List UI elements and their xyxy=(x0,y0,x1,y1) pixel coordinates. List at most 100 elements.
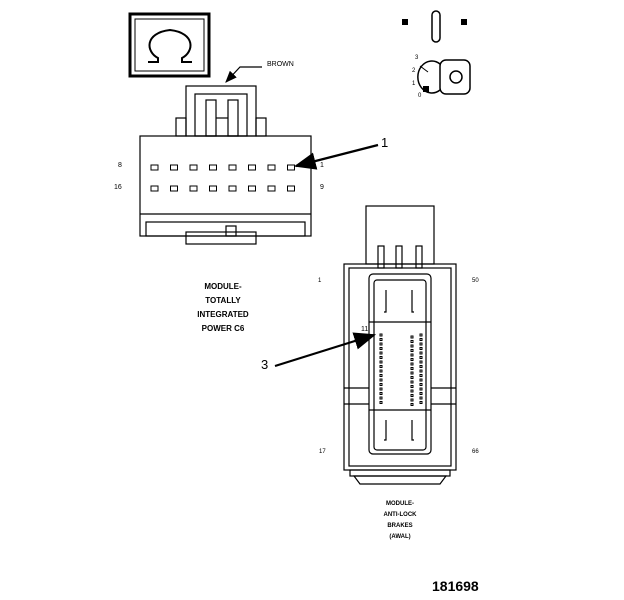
callout-1-arrow xyxy=(293,143,379,170)
c6-pin-cavity xyxy=(209,185,217,192)
c6-caption-line: MODULE- xyxy=(204,282,242,291)
c6-pin-cavity xyxy=(267,185,276,192)
c6-pin-label-bottom-right: 9 xyxy=(320,184,324,191)
abs-caption-line: ANTI-LOCK xyxy=(383,512,417,518)
abs-pin-cavity xyxy=(379,392,383,395)
c6-pin-row-bottom xyxy=(150,185,295,192)
abs-pin-cavity xyxy=(379,369,383,373)
c6-pin-cavity xyxy=(150,185,159,192)
abs-pin-cavity xyxy=(410,385,414,388)
abs-pin-cavity xyxy=(419,378,423,382)
connector-face-icon xyxy=(128,12,211,78)
abs-pin-cavity xyxy=(419,369,423,373)
abs-pin-cavity xyxy=(419,356,423,359)
ignition-position-0: 0 xyxy=(418,93,422,99)
abs-pin-cavity xyxy=(410,389,414,393)
abs-pin-cavity xyxy=(410,403,414,406)
abs-pin-cavity xyxy=(379,396,383,400)
abs-pin-cavity xyxy=(419,365,423,368)
c6-pin-label-bottom-left: 16 xyxy=(114,184,122,191)
abs-pin-cavity xyxy=(379,401,383,404)
c6-caption-line: POWER C6 xyxy=(201,324,245,333)
abs-pin-cavity xyxy=(379,342,383,346)
abs-pin-label-top-left: 1 xyxy=(318,278,322,284)
c6-pin-label-top-right: 1 xyxy=(320,162,324,169)
abs-pin-cavity xyxy=(410,371,414,375)
callout-3-arrow xyxy=(274,332,377,368)
abs-pin-cavity xyxy=(410,380,414,384)
abs-pin-cavity xyxy=(379,387,383,391)
callout-11-label: 11 xyxy=(361,326,369,333)
abs-pin-cavity xyxy=(410,353,414,357)
abs-pin-cavity xyxy=(379,365,383,368)
abs-pin-cavity xyxy=(419,338,423,341)
c6-pin-cavity xyxy=(248,185,256,192)
c6-pin-cavity xyxy=(287,185,295,192)
abs-pin-cavity xyxy=(410,367,414,370)
abs-pin-cavity xyxy=(410,376,414,379)
c6-caption: MODULE- TOTALLY INTEGRATED POWER C6 xyxy=(180,280,266,336)
abs-pin-cavity xyxy=(419,342,423,346)
c6-caption-line: TOTALLY xyxy=(205,296,241,305)
c6-pin-row-top xyxy=(150,164,295,171)
c6-pin-cavity xyxy=(189,185,198,192)
abs-pin-cavity xyxy=(419,396,423,400)
abs-pin-cavity xyxy=(379,347,383,350)
abs-pin-label-top-right: 50 xyxy=(472,278,479,284)
abs-pin-cavity xyxy=(410,394,414,397)
abs-pin-cavity xyxy=(379,351,383,355)
abs-pin-label-bottom-right: 66 xyxy=(472,449,479,455)
ignition-position-3: 3 xyxy=(415,55,419,61)
abs-pin-cavity xyxy=(410,340,414,343)
c6-pin-cavity xyxy=(228,185,237,192)
abs-pin-cavity xyxy=(410,344,414,348)
abs-pin-cavity xyxy=(419,333,423,337)
abs-pin-cavity xyxy=(410,398,414,402)
c6-pin-cavity xyxy=(170,185,178,192)
ignition-position-2: 2 xyxy=(412,68,416,74)
connector-abs xyxy=(343,205,457,485)
c6-pin-cavity xyxy=(209,164,217,171)
abs-pin-cavity xyxy=(410,362,414,366)
abs-pin-cavity xyxy=(410,349,414,352)
abs-pin-cavity xyxy=(410,358,414,361)
abs-pin-grid xyxy=(379,333,423,406)
abs-pin-cavity xyxy=(419,374,423,377)
c6-pin-cavity xyxy=(267,164,276,171)
abs-pin-cavity xyxy=(410,335,414,339)
c6-pin-cavity xyxy=(170,164,178,171)
abs-pin-cavity xyxy=(379,383,383,386)
abs-pin-cavity xyxy=(419,392,423,395)
abs-pin-cavity xyxy=(419,351,423,355)
abs-pin-cavity xyxy=(419,360,423,364)
abs-caption-line: BRAKES xyxy=(387,523,413,529)
c6-pin-cavity xyxy=(248,164,256,171)
abs-pin-cavity xyxy=(419,401,423,404)
abs-pin-cavity xyxy=(379,356,383,359)
abs-pin-cavity xyxy=(419,387,423,391)
abs-pin-cavity xyxy=(419,383,423,386)
brown-wire-label: BROWN xyxy=(267,61,294,68)
ignition-switch-icon xyxy=(402,10,471,95)
abs-pin-cavity xyxy=(419,347,423,350)
abs-pin-cavity xyxy=(379,378,383,382)
c6-pin-cavity xyxy=(287,164,295,171)
abs-pin-cavity xyxy=(379,360,383,364)
abs-pin-label-bottom-left: 17 xyxy=(319,449,326,455)
ignition-position-1: 1 xyxy=(412,81,416,87)
abs-caption: MODULE- ANTI-LOCK BRAKES (AWAL) xyxy=(362,499,438,543)
c6-pin-cavity xyxy=(228,164,237,171)
abs-pin-cavity xyxy=(379,338,383,341)
c6-pin-cavity xyxy=(150,164,159,171)
c6-pin-cavity xyxy=(189,164,198,171)
brown-wire-leader xyxy=(225,66,262,83)
c6-pin-label-top-left: 8 xyxy=(118,162,122,169)
c6-caption-line: INTEGRATED xyxy=(197,310,249,319)
callout-1-label: 1 xyxy=(381,135,389,150)
abs-caption-line: (AWAL) xyxy=(389,534,411,540)
abs-pin-cavity xyxy=(379,333,383,337)
abs-caption-line: MODULE- xyxy=(386,501,414,507)
callout-3-label: 3 xyxy=(261,357,269,372)
